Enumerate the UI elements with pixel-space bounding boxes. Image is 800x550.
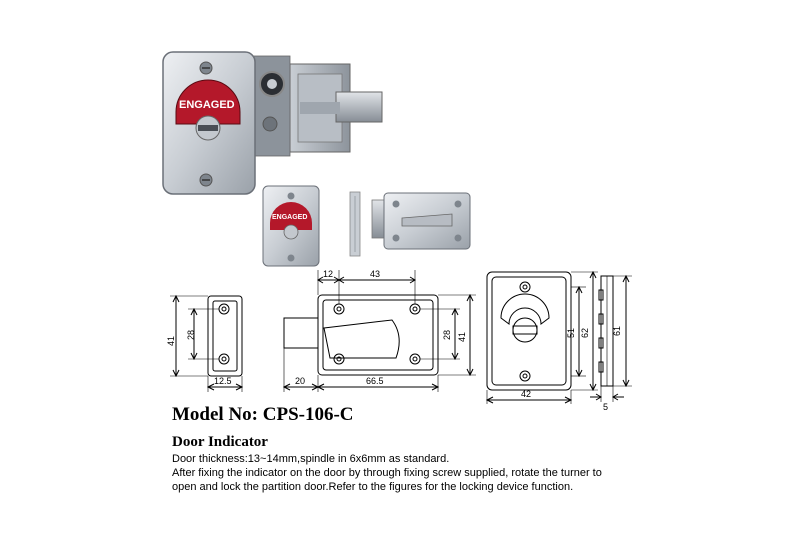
indicator-hole-spacing-label: 28 xyxy=(186,330,196,340)
lock-top-span-label: 43 xyxy=(370,269,380,279)
description-line-2: After fixing the indicator on the door b… xyxy=(172,467,602,479)
side-height-label: 61 xyxy=(612,326,622,336)
side-strip-photo xyxy=(349,191,361,257)
side-thickness-label: 5 xyxy=(603,402,608,412)
model-number: Model No: CPS-106-C xyxy=(172,404,354,425)
lock-photo xyxy=(162,51,383,195)
lock-hole-spacing-label: 28 xyxy=(442,330,452,340)
indicator-drawing xyxy=(170,294,244,392)
front-width-label: 42 xyxy=(521,389,531,399)
front-outer-height-label: 62 xyxy=(580,328,590,338)
lock-body-length-label: 66.5 xyxy=(366,376,384,386)
front-inner-height-label: 51 xyxy=(566,328,576,338)
small-indicator-engaged-text: ENGAGED xyxy=(272,214,307,221)
indicator-small-photo xyxy=(262,185,320,267)
lock-height-label: 41 xyxy=(457,332,467,342)
section-title: Door Indicator xyxy=(172,434,268,450)
indicator-height-label: 41 xyxy=(166,336,176,346)
description-line-1: Door thickness:13~14mm,spindle in 6x6mm … xyxy=(172,453,450,465)
lock-small-photo xyxy=(371,192,471,250)
lock-hole-offset-label: 12 xyxy=(323,269,333,279)
side-view-drawing xyxy=(590,274,632,402)
lock-bolt-length-label: 20 xyxy=(295,376,305,386)
front-view-drawing xyxy=(485,270,598,404)
lock-drawing xyxy=(282,270,476,392)
indicator-width-label: 12.5 xyxy=(214,376,232,386)
indicator-engaged-text: ENGAGED xyxy=(179,99,235,111)
description-line-3: open and lock the partition door.Refer t… xyxy=(172,481,574,493)
